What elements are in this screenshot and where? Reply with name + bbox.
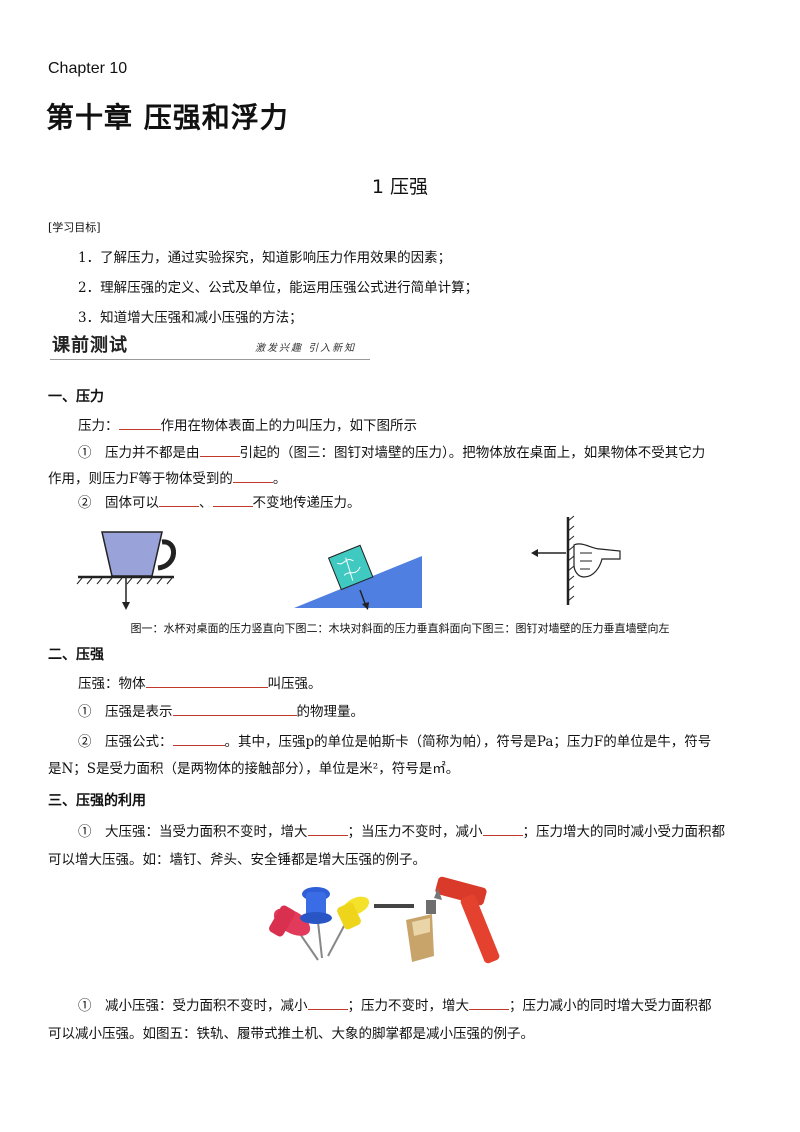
block-on-slope-figure	[294, 544, 422, 610]
blank[interactable]	[469, 997, 509, 1010]
part1-point1-cont: 作用，则压力F等于物体受到的。	[48, 470, 287, 487]
blank[interactable]	[482, 823, 523, 836]
section-title: 1 压强	[371, 176, 429, 198]
blank[interactable]	[307, 997, 348, 1010]
part2-point2: ② 压强公式：。其中，压强p的单位是帕斯卡（简称为帕），符号是Pa；压力F的单位…	[78, 733, 712, 750]
thumbtack-wall-figure	[531, 515, 621, 605]
blank[interactable]	[145, 675, 268, 688]
objective-item: 3．知道增大压强和减小压强的方法；	[78, 310, 303, 326]
part3-heading: 三、压强的利用	[48, 793, 146, 809]
part2-point1: ① 压强是表示的物理量。	[78, 703, 364, 720]
wood-block	[327, 544, 374, 591]
part3-point1: ① 大压强：当受力面积不变时，增大；当压力不变时，减小；压力增大的同时减小受力面…	[78, 823, 725, 840]
objective-item: 1．了解压力，通过实验探究，知道影响压力作用效果的因素；	[78, 250, 452, 266]
part1-heading: 一、压力	[48, 389, 104, 405]
part2-point2-cont: 是N；S是受力面积（是两物体的接触部分），单位是米²，符号是㎡。	[48, 761, 460, 777]
cup-shape	[101, 531, 163, 577]
figure-caption: 图一：水杯对桌面的压力竖直向下图二：木块对斜面的压力垂直斜面向下图三：图钉对墙壁…	[130, 622, 670, 635]
blank[interactable]	[172, 703, 297, 716]
part3-point2-cont: 可以减小压强。如图五：铁轨、履带式推土机、大象的脚掌都是减小压强的例子。	[48, 1026, 534, 1042]
finger-lines	[580, 552, 592, 570]
cup-on-table-figure	[76, 531, 176, 610]
arrow-head	[122, 602, 130, 610]
part1-point1: ① 压力并不都是由引起的（图三：图钉对墙壁的压力）。把物体放在桌面上，如果物体不…	[78, 444, 706, 461]
objective-item: 2．理解压强的定义、公式及单位，能运用压强公式进行简单计算；	[78, 280, 479, 296]
chapter-title: 第十章 压强和浮力	[46, 101, 289, 134]
cup-handle	[157, 539, 176, 571]
part2-heading: 二、压强	[48, 647, 104, 663]
axe-icon	[374, 900, 436, 962]
wall-hatch	[567, 515, 575, 602]
table-hatch	[76, 577, 173, 585]
banner-label: 课前测试	[52, 335, 128, 356]
pretest-banner: 课前测试 激发兴趣 引入新知	[50, 331, 370, 360]
blank[interactable]	[118, 417, 161, 430]
safety-hammer-icon	[434, 876, 500, 964]
thumbtack-red-icon	[269, 905, 319, 961]
pressure-definition: 压强：物体叫压强。	[78, 675, 322, 692]
chapter-label: Chapter 10	[48, 60, 128, 77]
blank[interactable]	[199, 444, 240, 457]
blank[interactable]	[232, 470, 273, 483]
blank[interactable]	[172, 733, 225, 746]
blank[interactable]	[307, 823, 348, 836]
increase-pressure-examples-figure	[269, 876, 500, 964]
part3-point2: ① 减小压强：受力面积不变时，减小；压力不变时，增大；压力减小的同时增大受力面积…	[78, 997, 712, 1014]
part1-point2: ② 固体可以、不变地传递压力。	[78, 494, 361, 511]
thumbtack-yellow-icon	[327, 896, 370, 957]
blank[interactable]	[159, 494, 199, 507]
banner-subtitle: 激发兴趣 引入新知	[255, 343, 357, 354]
arrow-head	[531, 549, 538, 557]
thumbtack-blue-icon	[300, 887, 332, 959]
pressure-force-definition: 压力：作用在物体表面上的力叫压力，如下图所示	[78, 417, 417, 434]
objectives-label: [学习目标]	[48, 221, 101, 234]
blank[interactable]	[212, 494, 253, 507]
hand-icon	[573, 543, 621, 578]
arrow-head	[362, 602, 369, 610]
part3-point1-cont: 可以增大压强。如：墙钉、斧头、安全锤都是增大压强的例子。	[48, 852, 426, 868]
